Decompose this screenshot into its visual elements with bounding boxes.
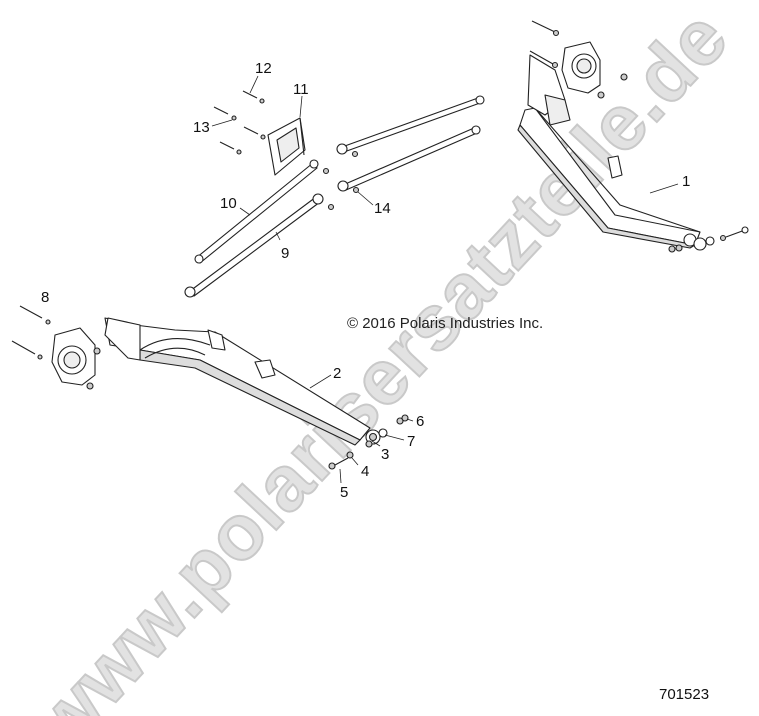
trailing-arm-right[interactable]	[517, 54, 749, 253]
radius-rod-10[interactable]	[194, 159, 319, 264]
bracket-bolts[interactable]	[213, 90, 266, 155]
callout-3[interactable]: 3	[381, 446, 390, 463]
callout-8[interactable]: 8	[41, 289, 50, 306]
copyright-notice: © 2016 Polaris Industries Inc.	[347, 315, 544, 332]
callout-5[interactable]: 5	[340, 484, 349, 501]
radius-rod-upper[interactable]	[336, 95, 485, 155]
leader-lines	[211, 75, 679, 484]
callout-1[interactable]: 1	[682, 173, 691, 190]
trailing-arm-left[interactable]	[104, 317, 388, 448]
callout-4[interactable]: 4	[361, 463, 370, 480]
callout-14[interactable]: 14	[374, 200, 391, 217]
callout-13[interactable]: 13	[193, 119, 210, 136]
hardware-left-end[interactable]	[328, 414, 409, 470]
rod-nuts[interactable]	[322, 150, 360, 211]
callout-10[interactable]: 10	[220, 195, 237, 212]
callout-6[interactable]: 6	[416, 413, 425, 430]
callout-9[interactable]: 9	[281, 245, 290, 262]
mounting-bracket-11[interactable]	[267, 117, 306, 176]
hub-knuckle-left[interactable]	[11, 305, 101, 390]
callout-2[interactable]: 2	[333, 365, 342, 382]
hub-knuckle-right[interactable]	[529, 20, 628, 99]
drawing-number: 701523	[659, 686, 710, 703]
callout-12[interactable]: 12	[255, 60, 272, 77]
callout-7[interactable]: 7	[407, 433, 416, 450]
callout-11[interactable]: 11	[293, 81, 309, 98]
radius-rod-lower[interactable]	[337, 125, 481, 192]
radius-rod-9[interactable]	[184, 193, 324, 298]
